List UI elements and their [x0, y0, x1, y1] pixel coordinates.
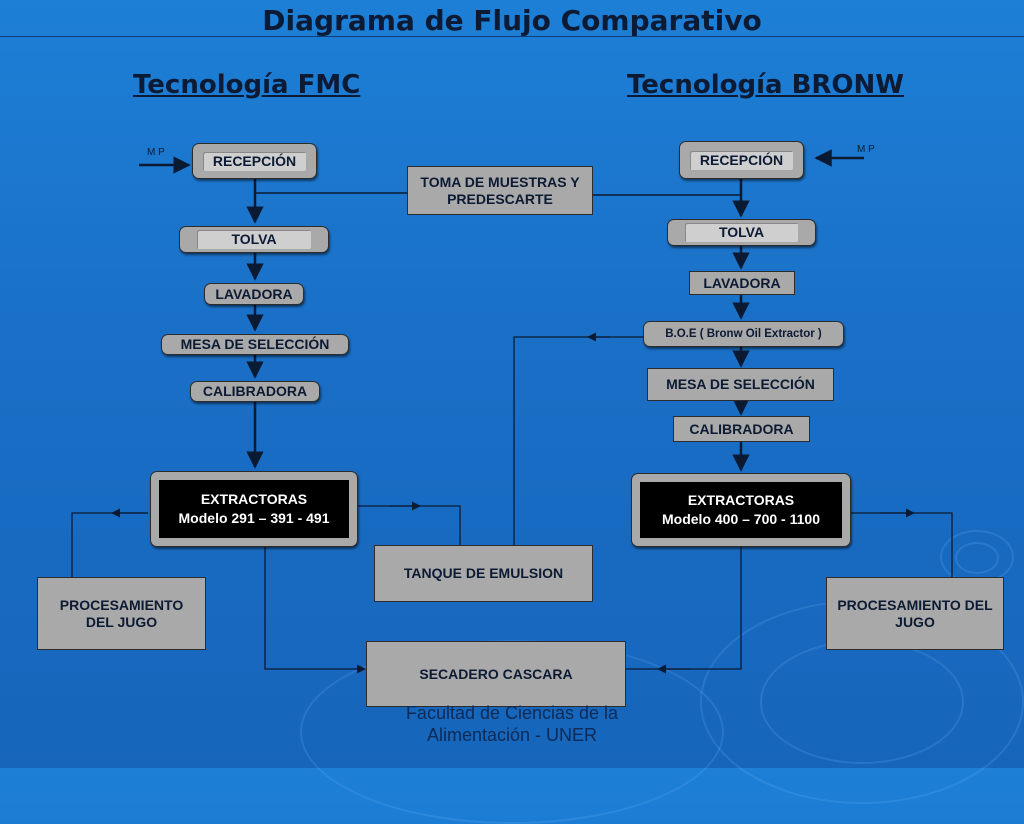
- fmc-heading: Tecnología FMC: [133, 70, 361, 100]
- title-divider: [0, 36, 1024, 37]
- bronw-lavadora-box: LAVADORA: [689, 271, 795, 295]
- fmc-recepcion-box: RECEPCIÓN: [192, 143, 317, 179]
- page-title: Diagrama de Flujo Comparativo: [262, 4, 762, 37]
- fmc-extractoras-to-tanque: [358, 505, 461, 545]
- bronw-boe-box: B.O.E ( Bronw Oil Extractor ): [643, 321, 844, 347]
- fmc-extractoras-label: EXTRACTORAS: [200, 491, 308, 507]
- bronw-extractoras-inner: EXTRACTORAS Modelo 400 – 700 - 1100: [640, 482, 842, 538]
- toma-muestras-label: TOMA DE MUESTRAS Y PREDESCARTE: [420, 173, 580, 207]
- bronw-recepcion-label: RECEPCIÓN: [689, 150, 794, 170]
- secadero-cascara-box: SECADERO CASCARA: [366, 641, 626, 707]
- footer-institution: Facultad de Ciencias de la Alimentación …: [340, 702, 684, 746]
- tanque-emulsion-box: TANQUE DE EMULSION: [374, 545, 593, 602]
- bronw-procesamiento-box: PROCESAMIENTO DEL JUGO: [826, 577, 1004, 650]
- fmc-recepcion-label: RECEPCIÓN: [202, 151, 307, 171]
- tanque-to-boe: [513, 336, 610, 545]
- fmc-extractoras-to-secadero: [264, 547, 366, 674]
- fmc-tolva-box: TOLVA: [179, 226, 329, 253]
- fmc-mesa-box: MESA DE SELECCIÓN: [161, 334, 349, 355]
- footer-line-2: Alimentación - UNER: [426, 725, 598, 745]
- bronw-extractoras-to-procesamiento: [851, 512, 953, 577]
- fmc-lavadora-box: LAVADORA: [204, 283, 304, 305]
- bronw-lavadora-label: LAVADORA: [703, 274, 781, 291]
- bronw-recepcion-box: RECEPCIÓN: [679, 141, 804, 179]
- bronw-extractoras-to-secadero: [626, 547, 742, 670]
- bronw-heading: Tecnología BRONW: [627, 70, 904, 100]
- bronw-mesa-box: MESA DE SELECCIÓN: [647, 368, 834, 401]
- fmc-calibradora-box: CALIBRADORA: [190, 381, 320, 402]
- bronw-mp-label: M P: [857, 144, 875, 155]
- fmc-lavadora-label: LAVADORA: [215, 285, 293, 302]
- ripple-decoration: [955, 542, 999, 574]
- bronw-mesa-label: MESA DE SELECCIÓN: [666, 376, 815, 392]
- connector-lines: [71, 149, 953, 674]
- bronw-extractoras-label: EXTRACTORAS: [687, 492, 795, 508]
- bronw-calibradora-box: CALIBRADORA: [673, 416, 810, 442]
- bronw-procesamiento-label: PROCESAMIENTO DEL JUGO: [837, 596, 993, 630]
- bronw-extractoras-box: EXTRACTORAS Modelo 400 – 700 - 1100: [631, 473, 851, 547]
- secadero-cascara-label: SECADERO CASCARA: [419, 665, 573, 682]
- fmc-mesa-label: MESA DE SELECCIÓN: [180, 336, 330, 352]
- bronw-tolva-label: TOLVA: [684, 223, 799, 242]
- fmc-extractoras-to-procesamiento: [71, 512, 148, 577]
- tanque-emulsion-label: TANQUE DE EMULSION: [403, 565, 564, 581]
- bronw-tolva-box: TOLVA: [667, 219, 816, 246]
- toma-muestras-box: TOMA DE MUESTRAS Y PREDESCARTE: [407, 166, 593, 215]
- fmc-extractoras-model: Modelo 291 – 391 - 491: [178, 510, 330, 526]
- fmc-extractoras-box: EXTRACTORAS Modelo 291 – 391 - 491: [150, 471, 358, 547]
- fmc-extractoras-inner: EXTRACTORAS Modelo 291 – 391 - 491: [159, 480, 349, 538]
- bronw-boe-label: B.O.E ( Bronw Oil Extractor ): [665, 327, 822, 340]
- fmc-procesamiento-label: PROCESAMIENTO DEL JUGO: [59, 596, 184, 630]
- bronw-calibradora-label: CALIBRADORA: [689, 420, 794, 437]
- fmc-tolva-label: TOLVA: [197, 230, 311, 249]
- fmc-calibradora-label: CALIBRADORA: [202, 383, 308, 399]
- fmc-procesamiento-box: PROCESAMIENTO DEL JUGO: [37, 577, 206, 650]
- fmc-mp-label: M P: [147, 147, 165, 158]
- footer-line-1: Facultad de Ciencias de la: [405, 703, 619, 723]
- bronw-extractoras-model: Modelo 400 – 700 - 1100: [662, 511, 820, 527]
